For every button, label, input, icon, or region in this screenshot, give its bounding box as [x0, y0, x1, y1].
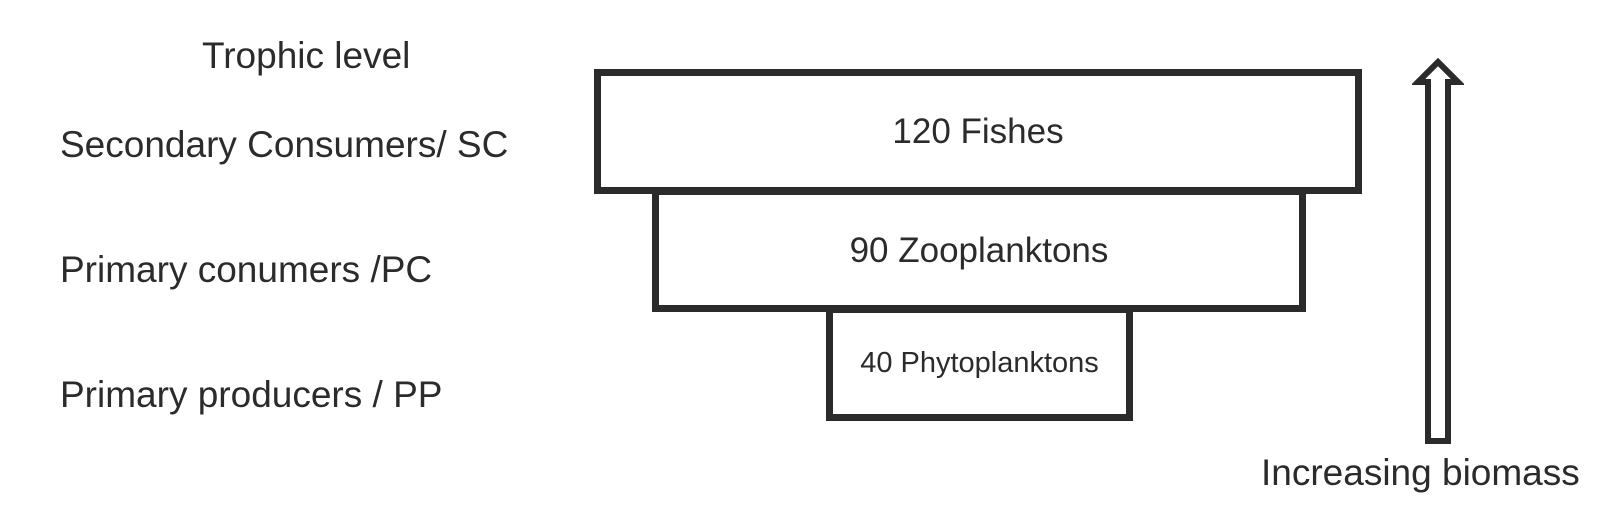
pyramid-tier-phytoplanktons: 40 Phytoplanktons [826, 306, 1133, 421]
level-label-secondary-consumers: Secondary Consumers/ SC [60, 124, 509, 165]
tier-text-fishes: 120 Fishes [892, 112, 1064, 151]
up-arrow-icon [1412, 58, 1464, 444]
increasing-biomass-label: Increasing biomass [1261, 452, 1580, 493]
level-label-primary-consumers: Primary conumers /PC [60, 249, 433, 290]
tier-text-zooplanktons: 90 Zooplanktons [849, 230, 1109, 270]
level-label-primary-producers: Primary producers / PP [60, 374, 443, 415]
tier-text-phytoplanktons: 40 Phytoplanktons [860, 347, 1099, 379]
pyramid-tier-fishes: 120 Fishes [594, 69, 1362, 194]
trophic-level-heading: Trophic level [202, 35, 411, 76]
pyramid-tier-zooplanktons: 90 Zooplanktons [652, 188, 1306, 312]
